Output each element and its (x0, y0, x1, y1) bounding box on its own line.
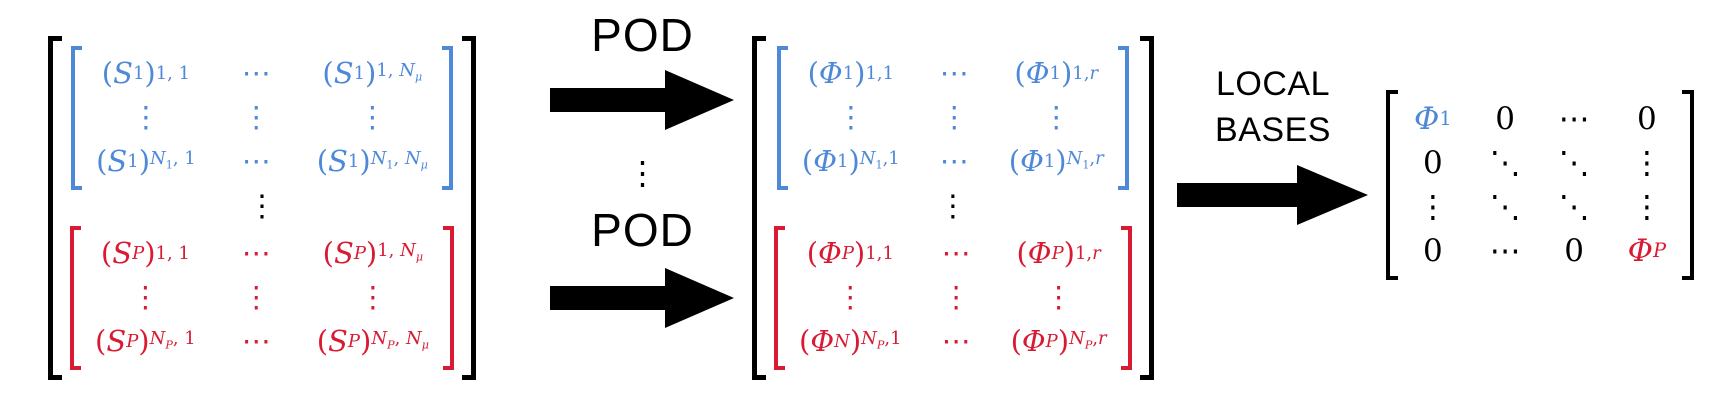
ddots: ⋱ (1558, 188, 1590, 225)
cdots: ⋯ (939, 144, 969, 179)
submatrix-right-bracket (1117, 46, 1129, 190)
vdots: ⋮ (358, 280, 388, 315)
ddots: ⋱ (1558, 144, 1590, 181)
vdots: ⋮ (241, 100, 271, 135)
vdots: ⋮ (357, 100, 387, 135)
pod-matrix-left-bracket (752, 36, 766, 380)
local-bases-label-line1: LOCAL (1216, 65, 1330, 103)
local-bases-label-line2: BASES (1215, 110, 1331, 149)
vdots-between-arrows: ⋮ (626, 153, 659, 192)
submatrix-left-bracket (776, 46, 788, 190)
matrix-cell: 0 (1422, 144, 1443, 181)
cdots: ⋯ (241, 56, 271, 91)
submatrix-right-bracket (1120, 226, 1132, 370)
vdots: ⋮ (241, 280, 271, 315)
snapshot-matrix-left-bracket (48, 36, 62, 380)
cdots: ⋯ (939, 56, 969, 91)
ddots: ⋱ (1489, 188, 1521, 225)
submatrix-left-bracket (71, 46, 83, 190)
vdots: ⋮ (1044, 280, 1074, 315)
local-bases-arrow-icon (1177, 164, 1368, 225)
vdots: ⋮ (941, 280, 971, 315)
vdots: ⋮ (131, 100, 161, 135)
matrix-cell: 0 (1564, 232, 1584, 269)
submatrix-right-bracket (442, 226, 454, 370)
cdots: ⋯ (941, 324, 971, 359)
block-diagonal-left-bracket (1386, 90, 1398, 280)
block-diagonal-right-bracket (1681, 90, 1694, 280)
pod-label-top: POD (591, 9, 694, 61)
cdots: ⋯ (241, 236, 271, 271)
snapshot-matrix-right-bracket (461, 36, 476, 380)
vdots: ⋮ (1417, 188, 1449, 225)
matrix-cell: 0 (1495, 100, 1515, 137)
vdots: ⋮ (835, 280, 865, 315)
submatrix-left-bracket (70, 226, 81, 370)
vdots-separator: ⋮ (246, 189, 277, 224)
vdots: ⋮ (1631, 144, 1663, 181)
cdots: ⋯ (241, 324, 271, 359)
vdots-separator: ⋮ (937, 189, 968, 224)
matrix-cell: 0 (1422, 232, 1443, 269)
cdots: ⋯ (1558, 100, 1590, 137)
pod-matrix-right-bracket (1139, 36, 1154, 380)
pod-flow-column: POD ⋮ POD (540, 10, 745, 329)
vdots: ⋮ (836, 100, 866, 135)
vdots: ⋮ (1631, 188, 1663, 225)
vdots: ⋮ (1041, 100, 1071, 135)
submatrix-left-bracket (774, 226, 785, 370)
ddots: ⋱ (1489, 144, 1521, 181)
cdots: ⋯ (241, 144, 271, 179)
pod-label-bottom: POD (591, 203, 694, 256)
submatrix-right-bracket (441, 46, 453, 190)
local-bases-flow-column: LOCAL BASES (1168, 62, 1378, 226)
pod-arrow-icon (550, 268, 734, 329)
matrix-cell: 0 (1636, 100, 1657, 137)
pod-arrow-icon (550, 69, 734, 130)
cdots: ⋯ (1489, 232, 1521, 269)
vdots: ⋮ (939, 100, 969, 135)
cdots: ⋯ (941, 236, 971, 271)
vdots: ⋮ (130, 280, 160, 315)
